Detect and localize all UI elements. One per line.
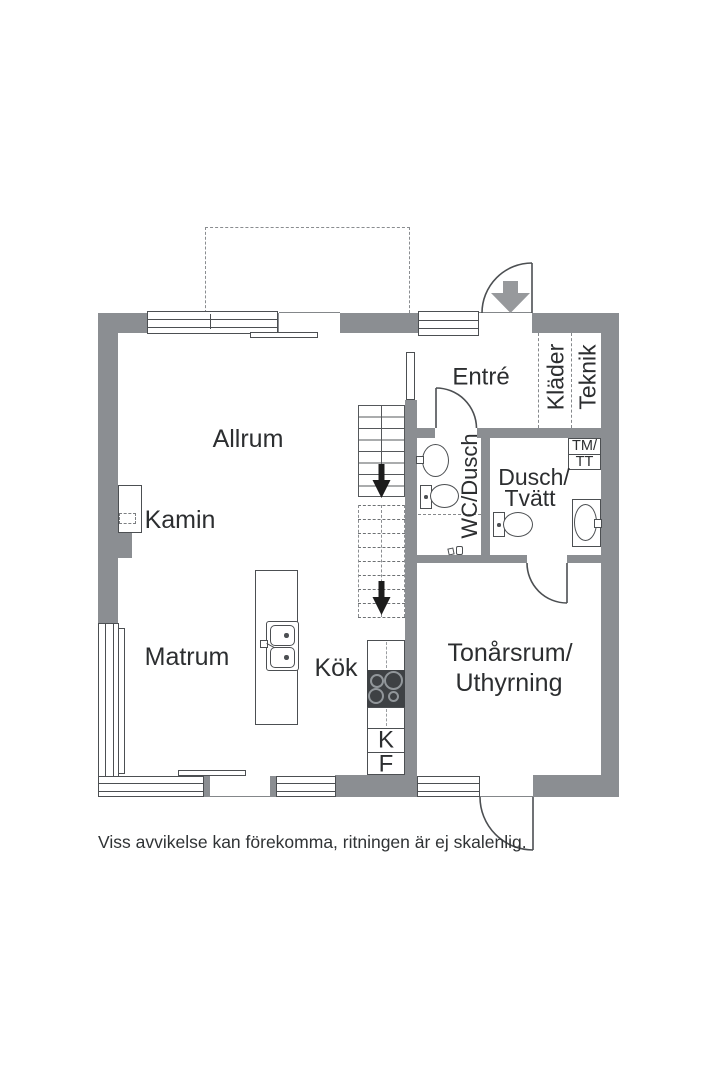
- window: [417, 776, 480, 797]
- floor-drain-icon: [456, 546, 463, 555]
- disclaimer-text: Viss avvikelse kan förekomma, ritningen …: [98, 832, 527, 852]
- room-label-uthyrning: Uthyrning: [455, 668, 563, 697]
- window-sill: [118, 628, 125, 774]
- wall-top-mid: [340, 313, 418, 333]
- stove-burner: [370, 674, 384, 688]
- stair-railing: [406, 352, 415, 400]
- counter-dash-line: [385, 709, 387, 726]
- entrance-arrow-icon: [491, 281, 530, 313]
- wc-door-arc: [435, 387, 478, 429]
- sink-basin: [270, 625, 295, 646]
- washer-dryer-icon: TM/ TT: [568, 438, 601, 470]
- dryer-label: TT: [575, 453, 594, 470]
- wall-left: [98, 313, 118, 623]
- wall-bottom-pier: [202, 776, 210, 797]
- chimney: [98, 533, 132, 558]
- window-glass: [418, 783, 479, 792]
- stove-burner: [384, 671, 403, 690]
- room-label-tonarsrum: Tonårsrum/: [447, 638, 573, 667]
- window-glass: [419, 320, 478, 329]
- wall-bath-south-a: [417, 555, 527, 563]
- stairs-center-line: [381, 405, 383, 497]
- window-glass: [277, 783, 335, 792]
- closet-partition: [538, 333, 539, 428]
- counter-divider: [367, 707, 405, 709]
- sink-basin: [270, 647, 295, 668]
- fridge-label: K: [377, 726, 395, 754]
- stairs-dashed-center: [381, 505, 382, 617]
- wall-wc-divider: [481, 438, 490, 555]
- stove-burner: [368, 688, 384, 704]
- window-mullion: [210, 314, 212, 329]
- counter-divider: [367, 728, 405, 730]
- closet-label-teknik: Teknik: [574, 344, 601, 410]
- opening-threshold: [279, 312, 340, 314]
- sink-drain-dot: [284, 633, 289, 638]
- bath-door-arc: [526, 562, 568, 604]
- opening-threshold: [479, 312, 532, 314]
- closet-label-klader: Kläder: [542, 343, 569, 411]
- entrance-door-arc: [481, 262, 533, 314]
- wall-entre-south-b: [477, 428, 601, 438]
- sliding-door-panel: [250, 332, 318, 338]
- window: [418, 311, 479, 336]
- toilet-icon: [503, 512, 533, 537]
- room-label-entre: Entré: [452, 363, 510, 391]
- window: [276, 776, 336, 797]
- window-sill: [178, 770, 246, 776]
- wall-top-right: [532, 313, 619, 333]
- window-glass: [99, 783, 203, 792]
- floor-drain-icon: [447, 547, 455, 556]
- wall-stair-kitchen: [405, 400, 417, 775]
- opening-threshold: [210, 795, 270, 797]
- terrace-outline: [205, 227, 410, 313]
- room-label-tvatt: Tvätt: [504, 484, 556, 511]
- corner-window-vertical: [98, 623, 119, 797]
- fireplace-flue: [119, 513, 136, 524]
- window: [147, 311, 278, 334]
- stairs-dashed-edge: [358, 505, 359, 617]
- counter-divider: [367, 752, 405, 754]
- wall-right: [601, 313, 619, 797]
- corner-window-horizontal: [98, 776, 204, 797]
- room-label-allrum: Allrum: [212, 424, 284, 453]
- sink-drain-dot: [284, 655, 289, 660]
- toilet-button: [424, 495, 428, 499]
- wall-entre-south-a: [417, 428, 435, 438]
- toilet-button: [497, 523, 501, 527]
- closet-partition: [571, 333, 572, 428]
- counter-dash-line: [385, 642, 387, 668]
- faucet-icon: [594, 519, 602, 528]
- room-label-kok: Kök: [314, 653, 358, 682]
- shower-boundary: [418, 514, 481, 515]
- room-label-wc-dusch: WC/Dusch: [457, 433, 482, 539]
- fireplace: [118, 485, 142, 533]
- wall-bottom-pier: [270, 776, 276, 797]
- room-label-kamin: Kamin: [144, 505, 216, 534]
- wall-bottom-right: [533, 775, 619, 797]
- sink-icon: [422, 444, 449, 477]
- stove-icon: [367, 670, 405, 707]
- window-glass: [105, 624, 114, 796]
- washer-label: TM/: [569, 439, 600, 455]
- room-label-matrum: Matrum: [144, 642, 230, 671]
- faucet-icon: [416, 456, 424, 464]
- toilet-icon: [430, 484, 459, 508]
- stairs-dashed-edge: [403, 505, 405, 617]
- freezer-label: F: [378, 750, 394, 778]
- wall-bath-south-b: [567, 555, 601, 563]
- room-label-dusch: Dusch/: [498, 463, 570, 490]
- opening-threshold: [480, 795, 533, 797]
- stove-burner: [388, 691, 399, 702]
- window-glass: [148, 319, 277, 328]
- wall-bottom-mid: [335, 775, 417, 797]
- stairs-dashed-tread: [358, 617, 405, 618]
